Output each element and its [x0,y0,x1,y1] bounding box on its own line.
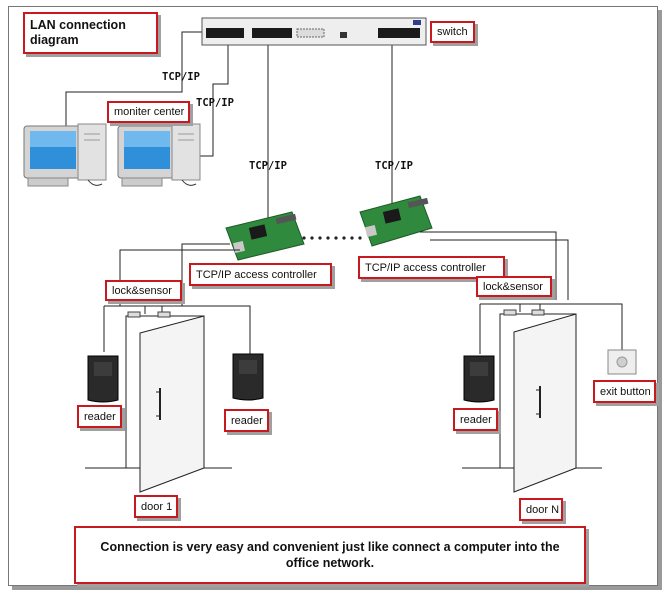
controller-right-label: TCP/IP access controller [358,256,505,279]
controller-board-icon [225,211,305,261]
lock-sensor-right-label: lock&sensor [476,276,552,297]
reader-icon [87,355,119,403]
door-wiring [103,231,623,354]
reader-label: reader [77,405,122,428]
door-n-icon [462,309,602,493]
controller-left-label: TCP/IP access controller [189,263,332,286]
tcp-ip-label: TCP/IP [162,71,200,83]
reader-label: reader [453,408,498,431]
reader-icon [232,353,264,401]
lock-sensor-left-label: lock&sensor [105,280,182,301]
computer-icon [23,123,107,187]
computer-icon [117,123,201,187]
network-cables [65,31,393,228]
tcp-ip-label: TCP/IP [196,97,234,109]
reader-icon [463,355,495,403]
door-1-label: door 1 [134,495,178,518]
controller-board-icon [359,195,433,247]
diagram-caption: Connection is very easy and convenient j… [74,526,586,584]
moniter-center-label: moniter center [107,101,190,123]
cable-switch-pc1 [65,31,210,128]
diagram-title: LAN connection diagram [23,12,158,54]
exit-button-label: exit button [593,380,656,403]
reader-label: reader [224,409,269,432]
tcp-ip-label: TCP/IP [375,160,413,172]
controller-link-dots [302,236,362,240]
door-1-icon [85,311,232,493]
switch-icon [201,17,427,46]
exit-button-icon [607,349,637,375]
door-n-label: door N [519,498,563,521]
switch-label: switch [430,21,475,43]
tcp-ip-label: TCP/IP [249,160,287,172]
cable-switch-pc2 [200,40,229,157]
